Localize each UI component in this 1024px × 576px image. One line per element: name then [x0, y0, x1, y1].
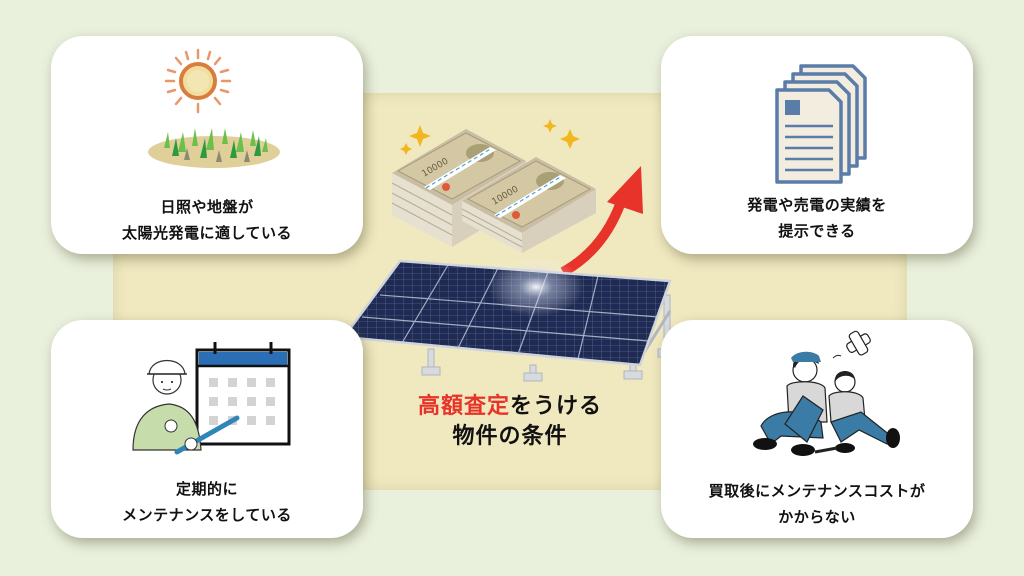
center-title-line2: 物件の条件 [452, 424, 568, 449]
card-caption: 発電や売電の実績を 提示できる [661, 192, 973, 244]
caption-line2: 太陽光発電に適している [121, 224, 293, 242]
caption-line2: 提示できる [778, 222, 856, 240]
title-rest: をうける [510, 394, 603, 419]
center-title: 高額査定をうける 物件の条件 [340, 392, 680, 452]
condition-card-records: 発電や売電の実績を 提示できる [661, 36, 973, 254]
card-caption: 買取後にメンテナンスコストが かからない [661, 478, 973, 530]
caption-line1: 発電や売電の実績を [747, 196, 887, 214]
caption-line2: メンテナンスをしている [122, 506, 292, 524]
solar-panel-icon [341, 257, 677, 382]
worker-calendar-icon [132, 342, 291, 455]
documents-icon [775, 64, 867, 184]
caption-line1: 定期的に [175, 480, 238, 498]
caption-line2: かからない [778, 508, 856, 526]
title-highlight: 高額査定 [417, 394, 510, 419]
condition-card-sunlight: 日照や地盤が 太陽光発電に適している [51, 36, 363, 254]
caption-line1: 買取後にメンテナンスコストが [708, 482, 926, 500]
center-title-line1: 高額査定をうける [340, 392, 680, 422]
condition-card-no-cost: 買取後にメンテナンスコストが かからない [661, 320, 973, 538]
card-caption: 日照や地盤が 太陽光発電に適している [51, 194, 363, 246]
money-stacks-icon: 10000 10000 [391, 119, 596, 253]
condition-card-maintenance: 定期的に メンテナンスをしている [51, 320, 363, 538]
caption-line1: 日照や地盤が [160, 198, 254, 216]
card-caption: 定期的に メンテナンスをしている [51, 476, 363, 528]
resting-workers-icon [753, 330, 900, 456]
sun-and-field-icon [148, 48, 280, 168]
